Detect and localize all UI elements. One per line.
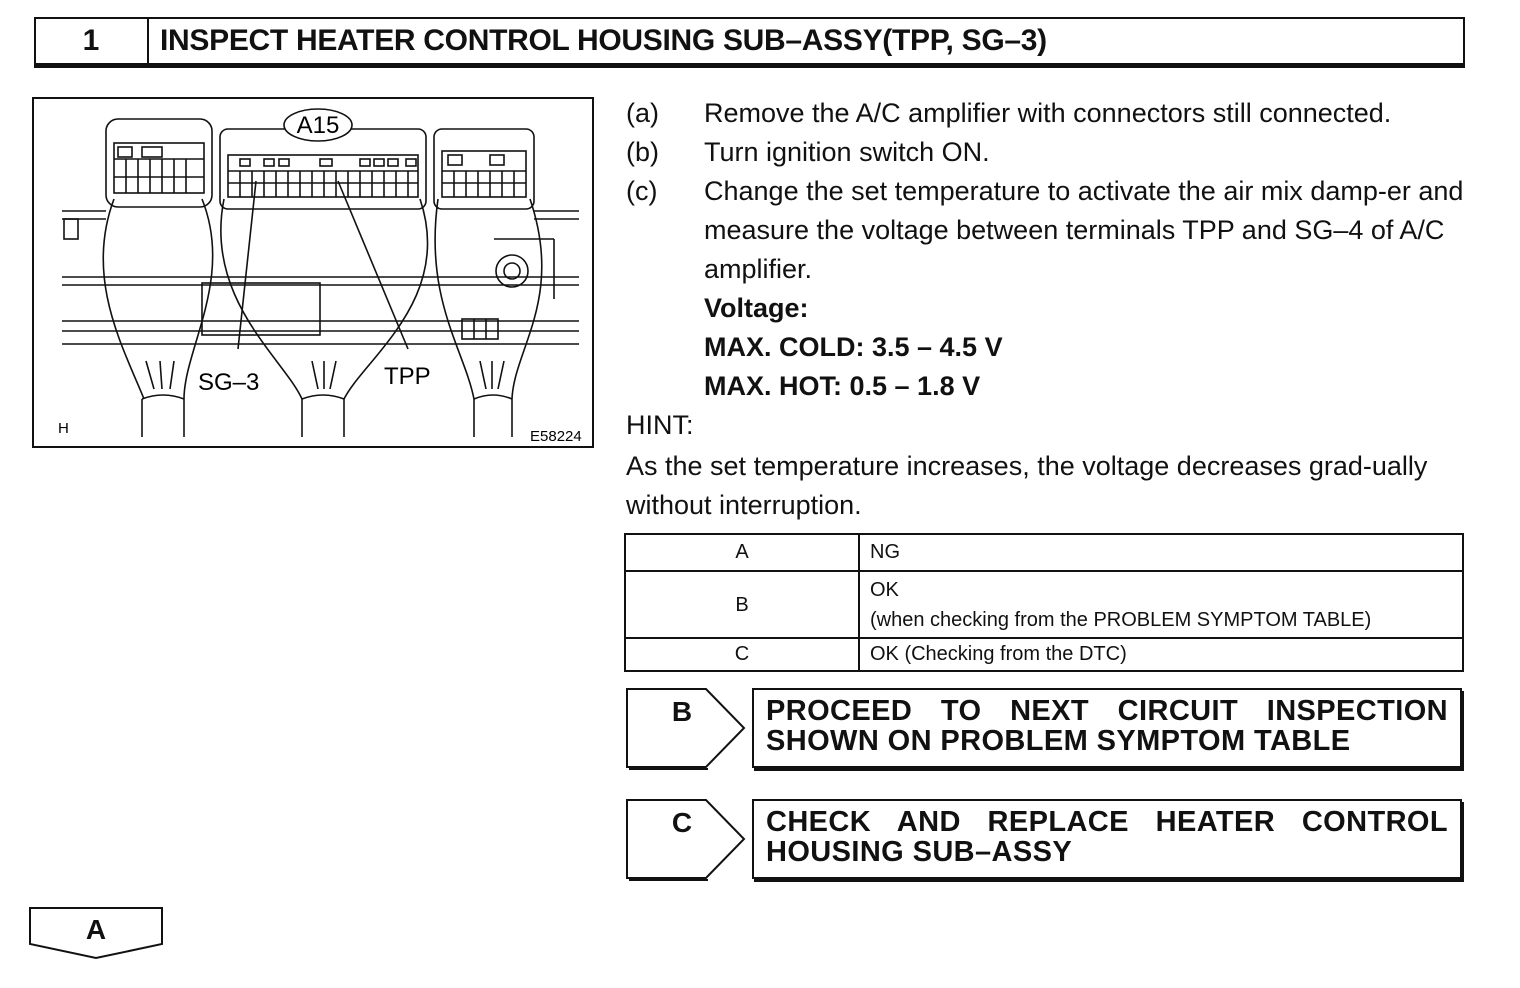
condition-cell: OK (when checking from the PROBLEM SYMPT…	[858, 570, 1464, 639]
result-a-arrow	[29, 907, 163, 960]
spec-label: Voltage:	[704, 293, 809, 323]
step-text-c: Change the set temperature to activate t…	[704, 176, 1464, 284]
step-number-box	[34, 17, 148, 65]
figure-id: E58224	[530, 428, 582, 445]
result-c-letter: C	[671, 807, 693, 838]
condition-cell: NG	[858, 533, 1464, 572]
result-cell: B	[624, 570, 860, 639]
result-cell: C	[624, 637, 860, 672]
step-letter-a: (a)	[626, 98, 659, 128]
terminal-label-sg3: SG–3	[198, 369, 259, 396]
condition-cell: OK (Checking from the DTC)	[858, 637, 1464, 672]
condition-line: OK	[870, 578, 899, 601]
step-text-b: Turn ignition switch ON.	[704, 137, 990, 167]
figure-corner-code: H	[58, 420, 69, 437]
connector-illustration: A15 SG–3 TPP H E58224	[58, 108, 582, 445]
step-title: INSPECT HEATER CONTROL HOUSING SUB–ASSY(…	[160, 24, 1047, 57]
result-cell: A	[624, 533, 860, 572]
result-b-letter: B	[671, 696, 693, 727]
result-a-letter: A	[85, 914, 107, 945]
result-c-box: CHECK AND REPLACE HEATER CONTROL HOUSING…	[752, 799, 1462, 879]
condition-line: (when checking from the PROBLEM SYMPTOM …	[870, 608, 1372, 631]
terminal-label-tpp: TPP	[384, 363, 431, 390]
header-shadow	[34, 65, 1465, 68]
step-number: 1	[82, 24, 100, 57]
hint-text: As the set temperature increases, the vo…	[626, 451, 1428, 520]
connector-figure: A15 SG–3 TPP H E58224	[32, 97, 594, 448]
table-row: A NG	[624, 533, 1464, 572]
spec-max-cold: MAX. COLD: 3.5 – 4.5 V	[704, 332, 1003, 362]
spec-max-hot: MAX. HOT: 0.5 – 1.8 V	[704, 371, 981, 401]
step-letter-b: (b)	[626, 137, 659, 167]
result-b-box: PROCEED TO NEXT CIRCUIT INSPECTION SHOWN…	[752, 688, 1462, 768]
step-text-a: Remove the A/C amplifier with connectors…	[704, 98, 1392, 128]
result-table: A NG B OK (when checking from the PROBLE…	[624, 533, 1464, 672]
hint-label: HINT:	[626, 410, 694, 440]
result-b-text: PROCEED TO NEXT CIRCUIT INSPECTION SHOWN…	[766, 695, 1448, 757]
step-letter-c: (c)	[626, 176, 658, 206]
result-c-arrow	[626, 799, 746, 881]
result-b-arrow	[626, 688, 746, 770]
table-row: B OK (when checking from the PROBLEM SYM…	[624, 570, 1464, 639]
step-title-box	[147, 17, 1465, 65]
connector-label: A15	[297, 112, 340, 139]
result-c-text: CHECK AND REPLACE HEATER CONTROL HOUSING…	[766, 806, 1448, 868]
table-row: C OK (Checking from the DTC)	[624, 637, 1464, 672]
